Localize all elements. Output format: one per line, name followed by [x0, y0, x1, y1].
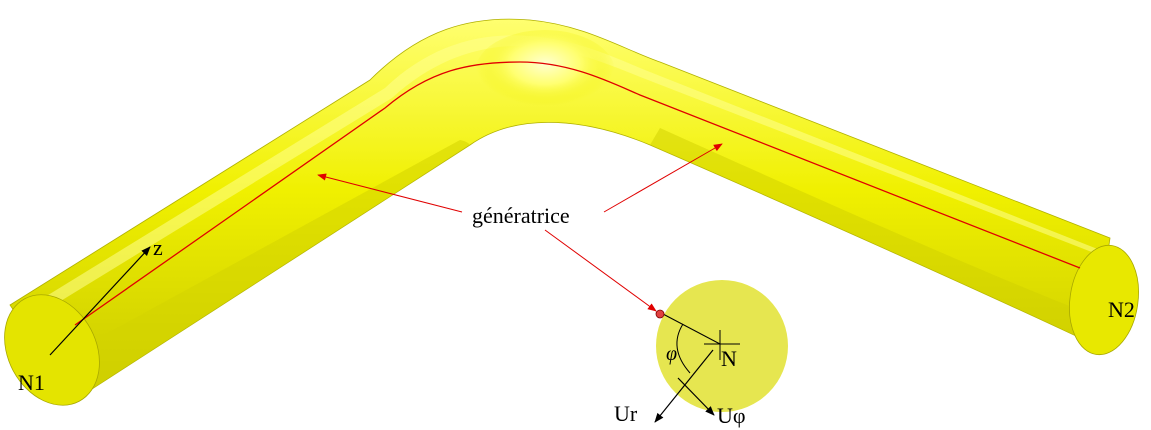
pipe-right-shade	[650, 128, 1100, 345]
elbow-highlight	[475, 30, 615, 114]
axis-z-arrow	[49, 246, 151, 356]
leader-to-left-leg	[317, 173, 463, 213]
uphi-label: Uφ	[717, 403, 746, 428]
generatrix-point	[655, 309, 665, 319]
uphi-vector	[677, 377, 715, 416]
generatrix-label: génératrice	[472, 203, 570, 228]
section-node-label: N	[721, 346, 737, 371]
node-label-n2: N2	[1108, 297, 1135, 322]
section-radius-line	[662, 313, 721, 345]
ur-vector	[654, 349, 714, 423]
leader-to-section-point	[544, 229, 657, 312]
angle-label: φ	[666, 343, 677, 365]
end-cap-n2	[1069, 244, 1139, 356]
generatrix-line	[74, 61, 1081, 326]
ur-label: Ur	[614, 401, 638, 426]
pipe-left-shade	[40, 140, 470, 400]
angle-arc	[676, 323, 691, 374]
node-label-n1: N1	[18, 370, 45, 395]
pipe-top-highlight	[40, 35, 1102, 311]
end-cap-n1	[4, 294, 100, 406]
leader-to-right-leg	[603, 143, 723, 213]
axis-z-label: z	[153, 235, 163, 260]
